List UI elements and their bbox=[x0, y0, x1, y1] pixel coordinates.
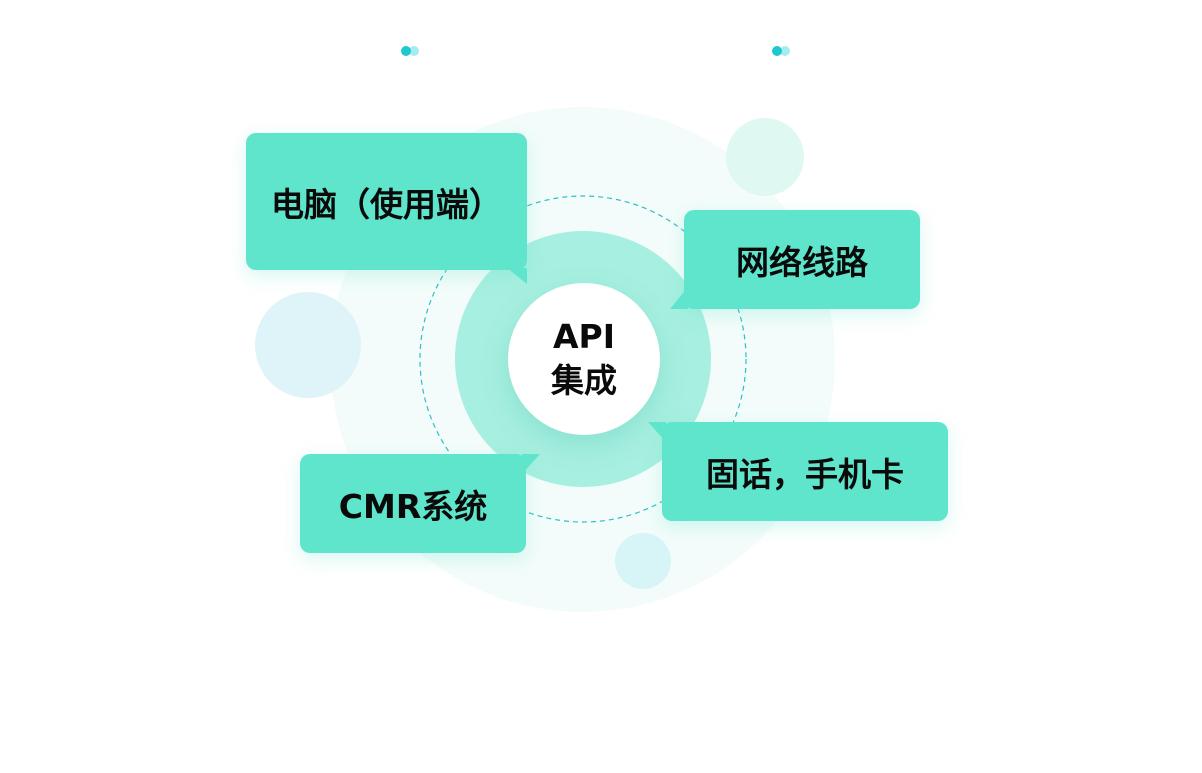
node-pc-label: 电脑（使用端） bbox=[271, 184, 502, 224]
node-pc-tail bbox=[507, 268, 527, 284]
decor-dots-right bbox=[772, 45, 794, 57]
decor-circle-bottom bbox=[615, 533, 671, 589]
node-crm-label: CMR系统 bbox=[338, 486, 488, 526]
center-api-integration: API 集成 bbox=[508, 283, 660, 435]
center-label-line1: API bbox=[552, 317, 615, 356]
node-pc: 电脑（使用端） bbox=[246, 133, 527, 270]
decor-dots-left bbox=[401, 45, 423, 57]
node-phone: 固话，手机卡 bbox=[662, 422, 948, 521]
node-phone-tail bbox=[648, 422, 666, 442]
node-crm-tail bbox=[522, 454, 540, 474]
node-network-tail bbox=[670, 287, 688, 309]
node-phone-label: 固话，手机卡 bbox=[706, 454, 904, 494]
node-network: 网络线路 bbox=[684, 210, 920, 309]
node-network-label: 网络线路 bbox=[736, 242, 868, 282]
node-crm: CMR系统 bbox=[300, 454, 526, 553]
decor-circle-left bbox=[255, 292, 361, 398]
decor-circle-top-right bbox=[726, 118, 804, 196]
center-label-line2: 集成 bbox=[551, 361, 617, 400]
